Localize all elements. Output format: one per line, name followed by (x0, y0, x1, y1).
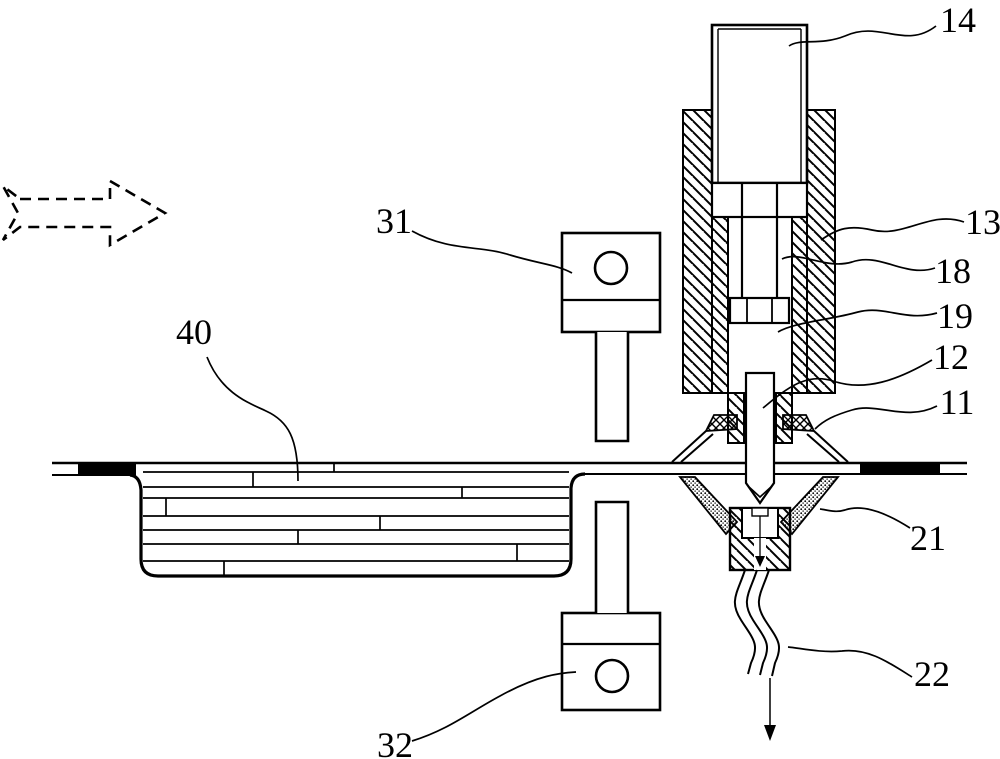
stream-mid-line (745, 569, 768, 676)
trough-outline (129, 472, 586, 578)
label-19: 19 (937, 296, 973, 336)
web-coating-band-left (78, 464, 136, 475)
die-flow-arrowhead-icon (755, 556, 765, 567)
leader-21 (819, 507, 911, 529)
label-31: 31 (376, 201, 412, 241)
body-wall-outer-right (806, 109, 836, 394)
leader-11 (814, 405, 938, 430)
flow-direction-arrow-icon (1, 178, 168, 248)
label-32: 32 (377, 725, 413, 759)
reference-numerals: 14 13 18 19 12 11 21 22 31 40 32 (176, 0, 1000, 759)
body-wall-inner-left (711, 216, 729, 394)
label-40: 40 (176, 312, 212, 352)
skirt-line-left-inner (680, 433, 714, 463)
nozzle-body-13 (682, 109, 836, 394)
leader-18 (781, 255, 936, 272)
nut-19 (728, 296, 791, 325)
leader-lines (206, 25, 965, 742)
skirt-line-left-outer (671, 430, 707, 463)
nut-body (728, 296, 791, 325)
skirt-line-right-outer (813, 430, 849, 463)
cylinder-body (710, 23, 809, 185)
stream-arrowhead-icon (764, 725, 776, 741)
stream-22 (733, 569, 780, 741)
die-block (728, 506, 792, 572)
label-13: 13 (965, 202, 1000, 242)
rod-18 (710, 181, 809, 298)
clamp-32 (560, 500, 662, 712)
label-11: 11 (940, 382, 975, 422)
needle-tip-inner-line (747, 485, 773, 499)
clamp-32-stem (594, 500, 630, 613)
cylinder-14 (710, 23, 809, 185)
leader-13 (820, 218, 965, 241)
clamp-31-hole (593, 250, 629, 286)
clamp-31 (560, 231, 662, 443)
stream-edge-right (757, 569, 780, 677)
trough-40 (129, 463, 586, 578)
body-wall-outer-left (682, 109, 713, 394)
web-coating-band-right (860, 464, 940, 475)
clamp-32-block (560, 611, 662, 712)
leader-31 (411, 230, 573, 274)
leader-32 (411, 671, 577, 742)
body-wall-inner-right (791, 216, 808, 394)
leader-22 (787, 646, 913, 678)
trough-layer-joints (165, 463, 518, 575)
web-sheet (52, 461, 967, 476)
leader-12 (762, 359, 933, 409)
leader-14 (788, 25, 937, 47)
trough-layers (143, 471, 569, 562)
label-14: 14 (940, 0, 976, 40)
label-21: 21 (910, 518, 946, 558)
piston-flange (710, 181, 809, 219)
label-22: 22 (914, 654, 950, 694)
needle-12 (744, 371, 776, 505)
label-18: 18 (935, 251, 971, 291)
label-12: 12 (933, 337, 969, 377)
clamp-31-block (560, 231, 662, 334)
seal-skirt-11 (671, 414, 849, 463)
leader-19 (777, 309, 938, 333)
clamp-32-hole (594, 658, 630, 694)
clamp-31-stem (594, 332, 630, 443)
skirt-collar-left (704, 414, 738, 432)
needle-body (744, 371, 776, 505)
die-gate-notch (751, 507, 769, 517)
skirt-line-right-inner (806, 433, 840, 463)
leader-40 (206, 356, 299, 482)
stream-edge-left (733, 569, 756, 675)
